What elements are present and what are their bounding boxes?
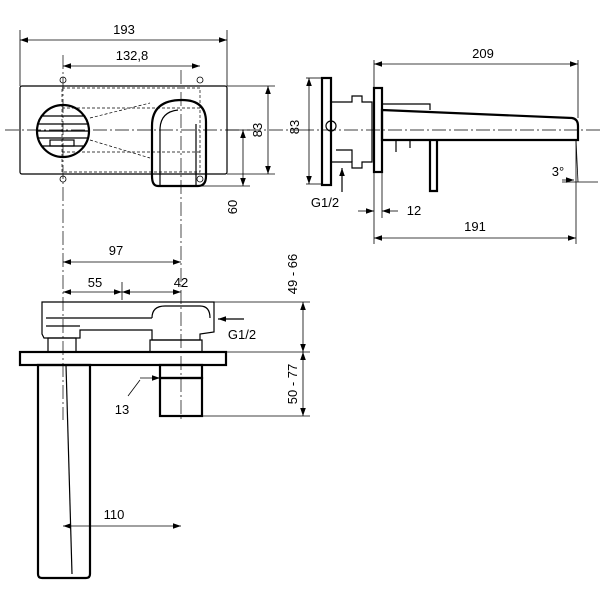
dim-inlet-distance: 97 [109, 243, 123, 258]
dim-plate-height-front: 83 [250, 123, 265, 137]
dim-right-offset: 42 [174, 275, 188, 290]
dim-lever-center-height: 60 [225, 200, 240, 214]
label-inlet-thread-top: G1/2 [228, 327, 256, 342]
dim-overall-length-side: 209 [472, 46, 494, 61]
dim-spout-projection: 191 [464, 219, 486, 234]
dim-plate-height-side: 83 [287, 120, 302, 134]
front-view: 193 132,8 83 60 [5, 22, 300, 420]
side-view: 209 83 G1/2 12 191 3° [287, 46, 600, 244]
dim-plate-thickness: 12 [407, 203, 421, 218]
dim-spout-angle: 3° [552, 164, 564, 179]
dim-gap: 13 [115, 402, 129, 417]
label-inlet-thread-side: G1/2 [311, 195, 339, 210]
dim-depth-range-bottom: 50 - 77 [285, 364, 300, 404]
dim-depth-range-top: 49 - 66 [285, 254, 300, 294]
dim-overall-width: 193 [113, 22, 135, 37]
top-view: 97 55 42 49 - 66 G1/2 50 - 77 13 110 [18, 243, 310, 580]
dim-spout-offset: 132,8 [116, 48, 149, 63]
dim-spout-distance: 110 [104, 507, 125, 522]
dim-left-offset: 55 [88, 275, 102, 290]
